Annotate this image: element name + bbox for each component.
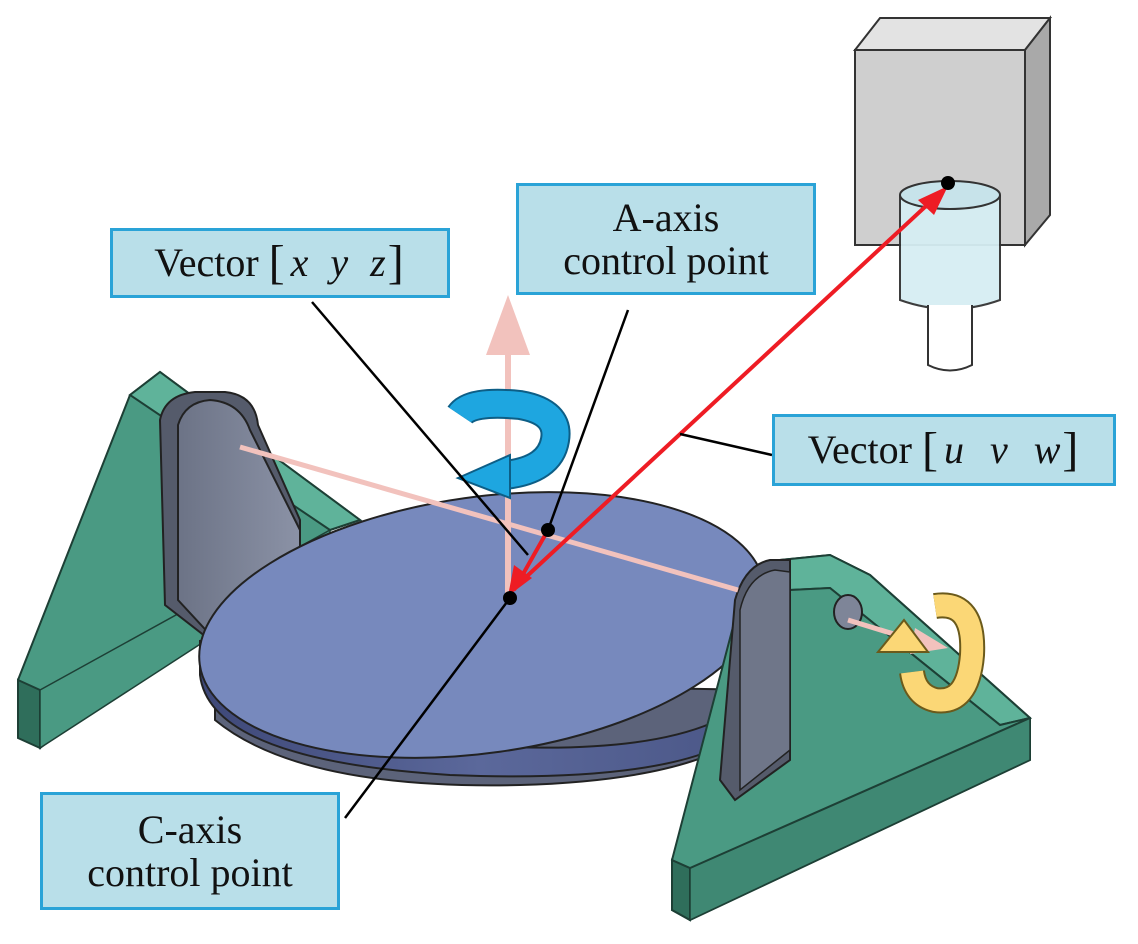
a-axis-line bbox=[239, 444, 739, 593]
a-axis-control-point bbox=[541, 523, 555, 537]
c-axis-arrowhead bbox=[486, 295, 530, 355]
vector-xyz-z: z bbox=[370, 240, 386, 286]
spindle-control-point bbox=[941, 176, 955, 190]
a-axis-label-line1: A-axis bbox=[612, 194, 720, 240]
vector-uvw-prefix: Vector bbox=[807, 427, 912, 473]
right-trunnion bbox=[718, 559, 791, 802]
label-c-axis: C-axis control point bbox=[40, 792, 340, 910]
vector-xyz-prefix: Vector bbox=[154, 240, 259, 286]
leader-vector-xyz bbox=[311, 301, 529, 556]
leader-c-axis bbox=[344, 597, 511, 819]
label-vector-xyz: Vector [ x y z ] bbox=[110, 228, 450, 298]
red-vector-head-top bbox=[918, 186, 948, 215]
rotation-arrow-c-icon bbox=[447, 388, 571, 500]
red-vector-head-bottom bbox=[508, 565, 532, 596]
a-axis-label-line2: control point bbox=[563, 238, 769, 283]
leader-vector-uvw bbox=[679, 432, 773, 457]
c-axis-label-line1: C-axis bbox=[137, 806, 243, 852]
vector-uvw-u: u bbox=[943, 427, 964, 473]
red-vector-line bbox=[510, 191, 942, 592]
spindle-icon bbox=[852, 15, 1053, 372]
vector-xyz-y: y bbox=[330, 240, 349, 286]
label-a-axis: A-axis control point bbox=[516, 183, 816, 295]
label-vector-uvw: Vector [ u v w ] bbox=[772, 414, 1116, 486]
c-axis-control-point bbox=[503, 591, 517, 605]
leader-a-axis bbox=[546, 309, 630, 531]
c-axis-label-line2: control point bbox=[87, 850, 293, 895]
rotation-arrow-a-icon bbox=[875, 592, 986, 714]
vector-uvw-v: v bbox=[989, 427, 1008, 473]
vector-uvw-w: w bbox=[1033, 427, 1061, 473]
vector-xyz-x: x bbox=[290, 240, 309, 286]
